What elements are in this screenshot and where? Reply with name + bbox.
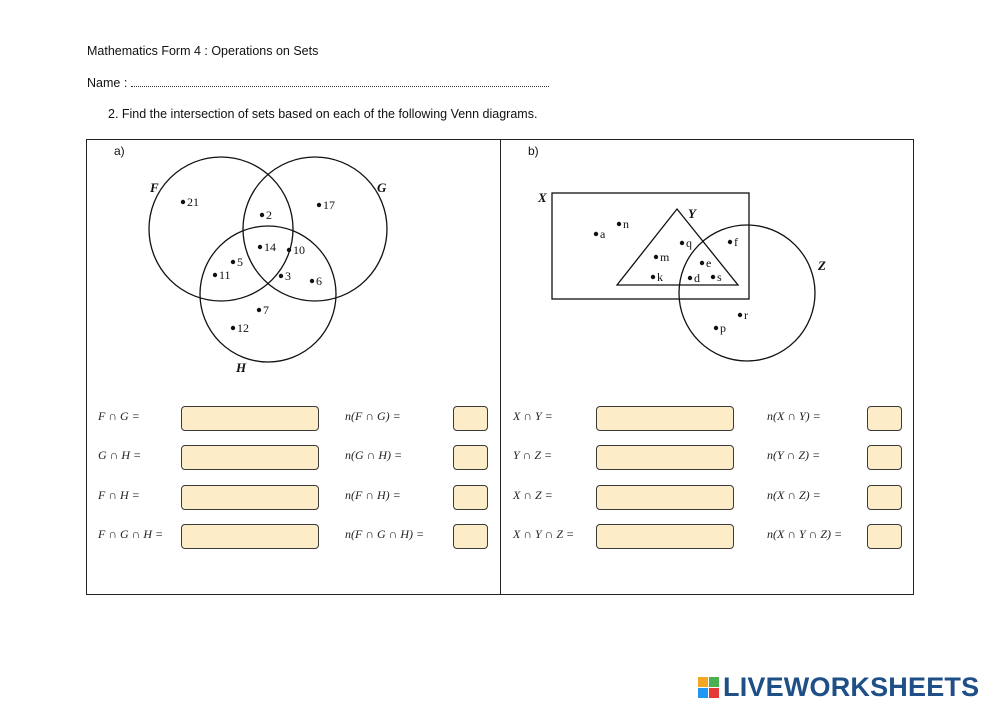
- part-a-label: a): [114, 144, 125, 158]
- a-row4-count-answer[interactable]: [453, 524, 488, 549]
- a-row2-set-label: G ∩ H =: [98, 448, 142, 462]
- a-row3-count-answer[interactable]: [453, 485, 488, 510]
- a-row1-set-label: F ∩ G =: [98, 409, 140, 423]
- b-row2-set-answer[interactable]: [596, 445, 734, 470]
- question-text: 2. Find the intersection of sets based o…: [108, 107, 538, 121]
- b-row2-set-label: Y ∩ Z =: [513, 448, 553, 462]
- a-row1-set-answer[interactable]: [181, 406, 319, 431]
- b-row4-count-label: n(X ∩ Y ∩ Z) =: [767, 527, 843, 541]
- logo-icon-tile: [698, 677, 708, 687]
- a-row3-count-label: n(F ∩ H) =: [345, 488, 401, 502]
- a-row2-count-label: n(G ∩ H) =: [345, 448, 403, 462]
- name-dotted-line: [131, 82, 550, 87]
- a-row3-set-label: F ∩ H =: [98, 488, 140, 502]
- a-row4-count-label: n(F ∩ G ∩ H) =: [345, 527, 425, 541]
- b-row2-count-label: n(Y ∩ Z) =: [767, 448, 821, 462]
- a-row1-count-answer[interactable]: [453, 406, 488, 431]
- liveworksheets-logo: LIVEWORKSHEETS: [698, 672, 979, 703]
- b-row3-set-answer[interactable]: [596, 485, 734, 510]
- b-row4-set-label: X ∩ Y ∩ Z =: [513, 527, 575, 541]
- name-label: Name :: [87, 76, 128, 90]
- b-row2-count-answer[interactable]: [867, 445, 902, 470]
- b-row1-set-answer[interactable]: [596, 406, 734, 431]
- a-row2-set-answer[interactable]: [181, 445, 319, 470]
- a-row1-count-label: n(F ∩ G) =: [345, 409, 401, 423]
- logo-icon-tile: [709, 688, 719, 698]
- b-row3-count-answer[interactable]: [867, 485, 902, 510]
- b-row1-set-label: X ∩ Y =: [513, 409, 553, 423]
- a-row4-set-answer[interactable]: [181, 524, 319, 549]
- a-row3-set-answer[interactable]: [181, 485, 319, 510]
- worksheet-title: Mathematics Form 4 : Operations on Sets: [87, 44, 319, 58]
- a-row2-count-answer[interactable]: [453, 445, 488, 470]
- b-row4-count-answer[interactable]: [867, 524, 902, 549]
- b-row1-count-label: n(X ∩ Y) =: [767, 409, 821, 423]
- part-b-label: b): [528, 144, 539, 158]
- logo-text: LIVEWORKSHEETS: [723, 672, 980, 702]
- logo-icon-tile: [709, 677, 719, 687]
- a-row4-set-label: F ∩ G ∩ H =: [98, 527, 164, 541]
- column-divider: [500, 139, 501, 595]
- b-row4-set-answer[interactable]: [596, 524, 734, 549]
- logo-icon-tile: [698, 688, 708, 698]
- b-row3-set-label: X ∩ Z =: [513, 488, 553, 502]
- b-row1-count-answer[interactable]: [867, 406, 902, 431]
- b-row3-count-label: n(X ∩ Z) =: [767, 488, 821, 502]
- name-line: Name :: [87, 76, 550, 90]
- logo-icon: [698, 677, 719, 698]
